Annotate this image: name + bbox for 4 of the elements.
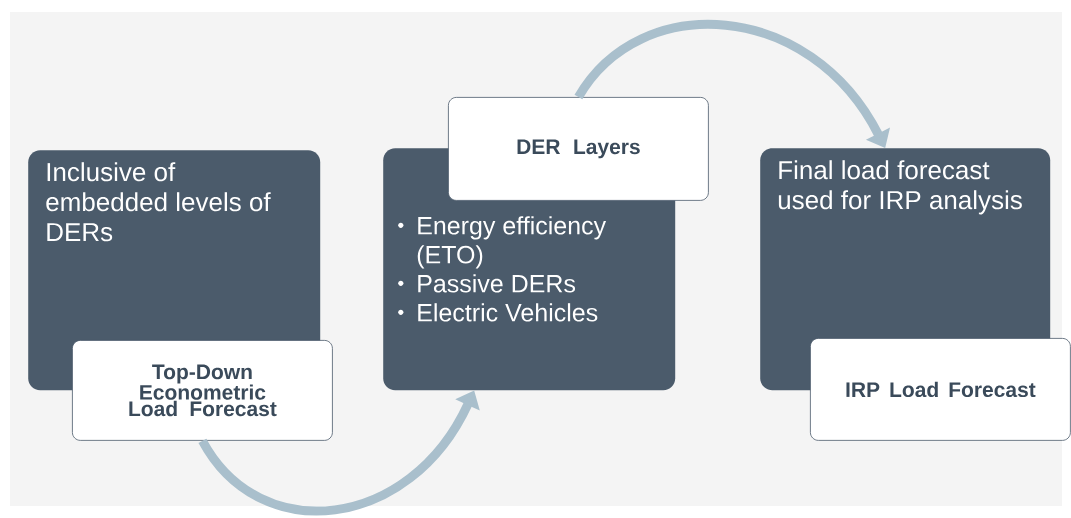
title-box: Top-Down Econometric Load Forecast bbox=[72, 340, 333, 441]
title-box: IRP Load Forecast bbox=[810, 338, 1071, 441]
title-box: DER Layers bbox=[448, 97, 709, 201]
curved-arrow bbox=[574, 20, 890, 148]
